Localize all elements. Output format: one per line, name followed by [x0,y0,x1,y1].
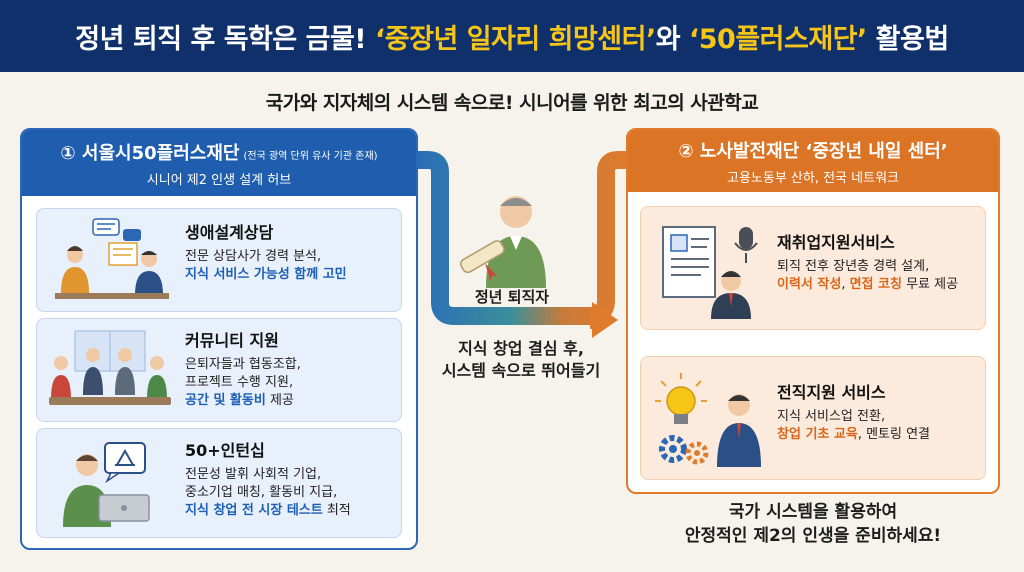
card-community-support: 커뮤니티 지원 은퇴자들과 협동조합, 프로젝트 수행 지원, 공간 및 활동비… [36,318,402,422]
left-panel-header: ① 서울시50플러스재단(전국 광역 단위 유사 기관 존재) 시니어 제2 인… [22,130,416,196]
resume-microphone-icon [662,226,758,319]
card-highlight: 창업 기초 교육 [777,427,858,442]
card-line: 퇴직 전후 장년층 경력 설계, [777,259,930,274]
title-banner: 정년 퇴직 후 독학은 금물! ‘중장년 일자리 희망센터’와 ‘50플러스재단… [0,0,1024,72]
card-career-transition-service: 전직지원 서비스 지식 서비스업 전환, 창업 기초 교육, 멘토링 연결 [640,356,986,480]
card-title: 생애설계상담 [185,223,274,242]
internship-laptop-icon [63,442,150,527]
card-title: 전직지원 서비스 [777,383,886,402]
card-highlight: 지식 서비스 가능성 함께 고민 [185,267,347,282]
card-highlight: 지식 창업 전 시장 테스트 [185,503,323,518]
card-line: 은퇴자들과 협동조합, [185,357,301,372]
left-panel-subtitle: 시니어 제2 인생 설계 허브 [146,172,292,188]
card-line: 전문성 발휘 사회적 기업, [185,467,322,482]
card-line: 프로젝트 수행 지원, [185,375,294,390]
right-panel-jobs-center: ② 노사발전재단 ‘중장년 내일 센터’ 고용노동부 산하, 전국 네트워크 재… [626,128,1000,494]
title-part3: 활용법 [866,23,950,55]
card-50plus-internship: 50+인턴십 전문성 발휘 사회적 기업, 중소기업 매칭, 활동비 지급, 지… [36,428,402,538]
card-line: 지식 서비스업 전환, [777,409,886,424]
retiree-label: 정년 퇴직자 [474,288,550,306]
card-highlight: 공간 및 활동비 [185,393,266,408]
title-highlight-foundation: ‘50플러스재단’ [688,23,867,55]
community-meeting-icon [49,330,171,405]
right-panel-subtitle: 고용노동부 산하, 전국 네트워크 [726,170,899,186]
title-highlight-center: ‘중장년 일자리 희망센터’ [375,23,656,55]
lightbulb-gears-icon [655,373,761,467]
title-part1: 정년 퇴직 후 독학은 금물! [75,23,376,55]
retiree-person-icon [460,196,546,288]
card-line: 중소기업 매칭, 활동비 지급, [185,485,338,500]
card-highlight: 이력서 작성 [777,277,842,292]
flow-caption: 지식 창업 결심 후, 시스템 속으로 뛰어들기 [441,339,601,380]
card-line: 전문 상담사가 경력 분석, [185,249,322,264]
closing-message: 국가 시스템을 활용하여 안정적인 제2의 인생을 준비하세요! [684,502,942,546]
left-panel-50plus-foundation: ① 서울시50플러스재단(전국 광역 단위 유사 기관 존재) 시니어 제2 인… [20,128,418,550]
page-subtitle: 국가와 지자체의 시스템 속으로! 시니어를 위한 최고의 사관학교 [265,92,759,114]
title-part2: 와 [655,23,689,55]
card-life-design-counseling: 생애설계상담 전문 상담사가 경력 분석, 지식 서비스 가능성 함께 고민 [36,208,402,312]
card-highlight: 면접 코칭 [849,277,902,292]
card-title: 커뮤니티 지원 [185,331,279,350]
right-panel-title: ② 노사발전재단 ‘중장년 내일 센터’ [678,140,948,162]
left-panel-title: ① 서울시50플러스재단(전국 광역 단위 유사 기관 존재) [60,142,378,164]
card-reemployment-service: 재취업지원서비스 퇴직 전후 장년층 경력 설계, 이력서 작성, 면접 코칭 … [640,206,986,330]
card-title: 재취업지원서비스 [777,233,895,252]
counseling-illustration-icon [55,218,169,299]
left-panel-note: (전국 광역 단위 유사 기관 존재) [243,150,378,162]
card-title: 50+인턴십 [185,441,265,460]
right-panel-header: ② 노사발전재단 ‘중장년 내일 센터’ 고용노동부 산하, 전국 네트워크 [628,130,998,192]
page-title: 정년 퇴직 후 독학은 금물! ‘중장년 일자리 희망센터’와 ‘50플러스재단… [75,17,950,56]
